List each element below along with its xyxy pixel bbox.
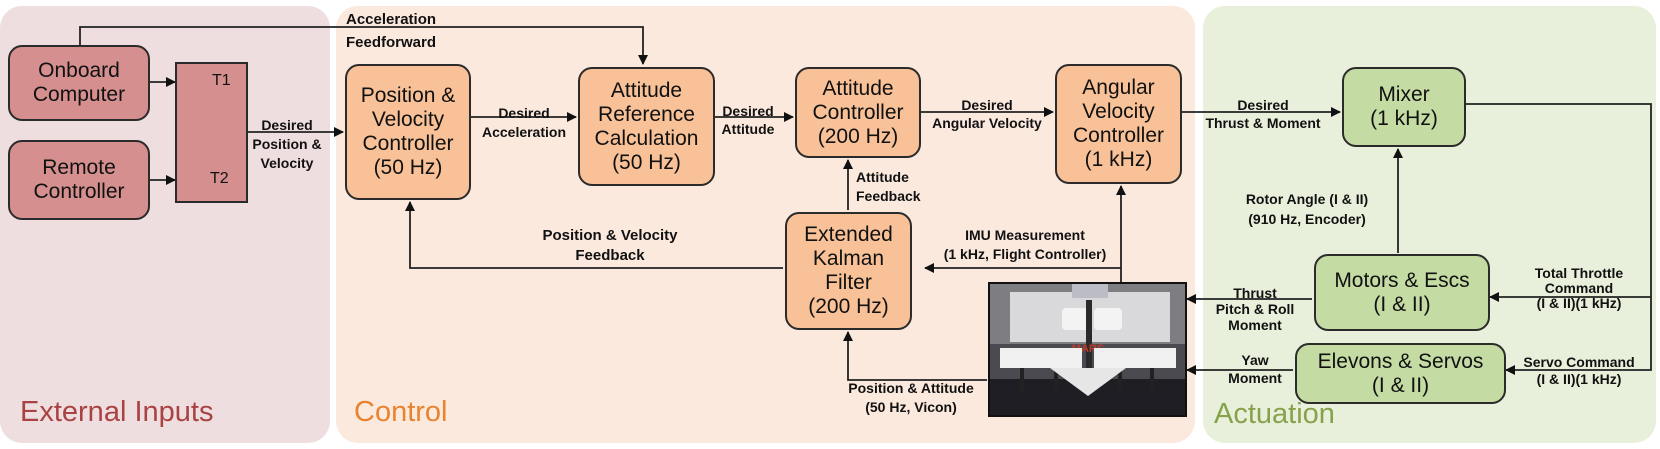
rotor-angle-label: Rotor Angle (I & II) (910 Hz, Encoder)	[1245, 191, 1369, 227]
desired-angular-velocity-label: Desired Angular Velocity	[932, 97, 1042, 131]
aircraft-illustration: MARS	[990, 284, 1185, 415]
yaw-moment-label: Yaw Moment	[1228, 352, 1282, 386]
desired-attitude-label: Desired Attitude	[721, 103, 775, 137]
switch-t1-label: T1	[212, 72, 231, 89]
extended-kalman-filter-block: Extended Kalman Filter (200 Hz)	[785, 212, 912, 330]
attitude-controller-block: Attitude Controller (200 Hz)	[795, 67, 921, 158]
control-title: Control	[354, 396, 448, 428]
servo-command-label: Servo Command (I & II)(1 kHz)	[1523, 354, 1635, 387]
total-throttle-command-label: Total Throttle Command (I & II)(1 kHz)	[1534, 265, 1624, 311]
attitude-reference-block: Attitude Reference Calculation (50 Hz)	[578, 67, 715, 186]
elevons-servos-block: Elevons & Servos (I & II)	[1295, 343, 1506, 404]
position-velocity-feedback-label: Position & Velocity Feedback	[542, 227, 678, 264]
external-inputs-title: External Inputs	[20, 396, 214, 428]
desired-thrust-moment-label: Desired Thrust & Moment	[1205, 97, 1321, 131]
remote-controller-block: Remote Controller	[8, 140, 150, 220]
imu-measurement-label: IMU Measurement (1 kHz, Flight Controlle…	[943, 227, 1107, 262]
desired-acceleration-label: Desired Acceleration	[481, 105, 567, 140]
onboard-computer-block: Onboard Computer	[8, 45, 150, 121]
angular-velocity-controller-block: Angular Velocity Controller (1 kHz)	[1055, 64, 1182, 184]
aircraft-photo: MARS	[988, 282, 1187, 417]
switch-t2-label: T2	[210, 170, 229, 187]
acceleration-feedforward-label: Acceleration Feedforward	[346, 11, 437, 51]
position-attitude-label: Position & Attitude (50 Hz, Vicon)	[848, 380, 974, 415]
thrust-moment-label: Thrust Pitch & Roll Moment	[1215, 285, 1295, 333]
attitude-feedback-label: Attitude Feedback	[856, 169, 921, 204]
position-velocity-controller-block: Position & Velocity Controller (50 Hz)	[345, 64, 471, 200]
desired-position-velocity-label: Desired Position & Velocity	[252, 117, 322, 171]
mixer-block: Mixer (1 kHz)	[1342, 67, 1466, 147]
motors-escs-block: Motors & Escs (I & II)	[1314, 254, 1490, 331]
input-switch	[175, 62, 248, 203]
